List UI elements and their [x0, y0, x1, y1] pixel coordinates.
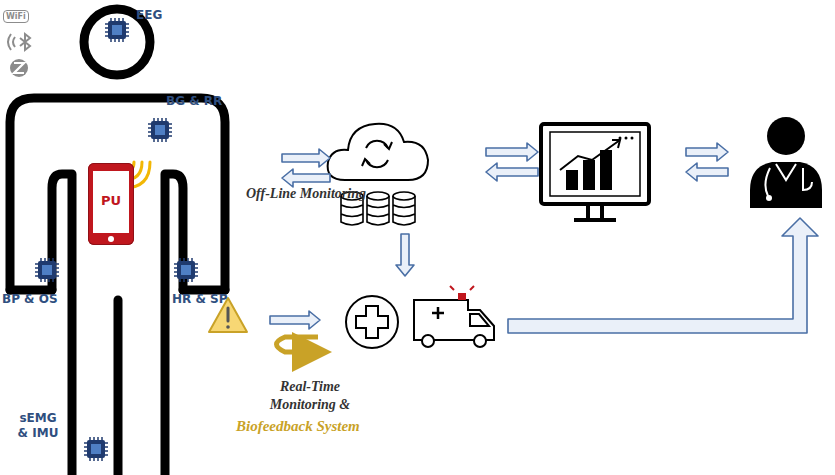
- sensor-label: EEG: [136, 8, 162, 23]
- sensor-chip: EEG: [105, 18, 129, 42]
- sensor-chip: sEMG & IMU: [84, 437, 108, 461]
- doctor: [750, 117, 822, 208]
- emergency-services: [346, 286, 494, 348]
- feedback-loop-arrow: [277, 337, 319, 352]
- block-arrow: [270, 311, 320, 329]
- monitoring-label: Real-Time Monitoring &: [250, 378, 370, 414]
- sensor-chip: BP & OS: [35, 258, 59, 282]
- block-arrow: [486, 143, 538, 161]
- processing-unit: PU: [88, 163, 134, 245]
- sensor-label: BP & OS: [2, 292, 58, 307]
- phone-button: [108, 236, 114, 242]
- chip-icon: [35, 258, 59, 282]
- chip-icon: [84, 437, 108, 461]
- human-figure: [10, 9, 225, 475]
- wifi-icon: WiFi: [3, 10, 29, 23]
- chip-icon: [148, 118, 172, 142]
- chip-icon: [174, 258, 198, 282]
- block-arrow: [282, 149, 330, 167]
- unit-label: PU: [88, 193, 134, 208]
- block-arrow: [686, 143, 728, 161]
- block-arrow: [508, 218, 818, 333]
- block-arrow: [486, 163, 538, 181]
- biofeedback-label: Biofeedback System: [236, 418, 360, 435]
- monitor: [541, 124, 649, 220]
- chip-icon: [105, 18, 129, 42]
- block-arrow: [282, 169, 330, 187]
- block-arrow: [686, 163, 728, 181]
- wireless-icons: [8, 34, 30, 77]
- sensor-chip: HR & SP: [174, 258, 198, 282]
- monitoring-label: Off-Line Monitoring: [246, 186, 366, 202]
- sensor-chip: BG & RR: [148, 118, 172, 142]
- sensor-label: BG & RR: [166, 94, 222, 109]
- block-arrow: [396, 234, 414, 276]
- flow-arrows: [270, 143, 818, 333]
- sensor-label: HR & SP: [172, 292, 228, 307]
- cloud-server: [328, 124, 428, 225]
- sensor-label: sEMG & IMU: [14, 411, 62, 441]
